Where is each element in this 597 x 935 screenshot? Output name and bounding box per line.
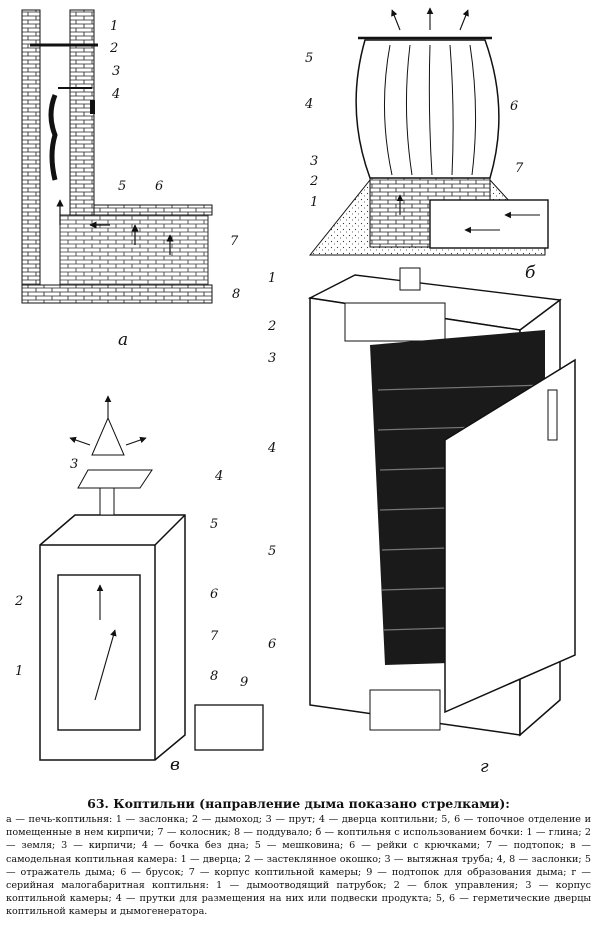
diagram-c-chamber: 3 4 5 2 6 7 1 8 9 в <box>14 395 264 775</box>
label-a-7: 7 <box>230 234 239 249</box>
label-a-2: 2 <box>109 41 118 56</box>
label-c-8: 8 <box>210 669 218 684</box>
subfig-letter-c: в <box>170 755 180 775</box>
label-b-2: 2 <box>309 174 318 189</box>
label-d-5: 5 <box>268 544 276 559</box>
caption-title: 63. Коптильни (направление дыма показано… <box>87 796 510 811</box>
figure-caption: 63. Коптильни (направление дыма показано… <box>6 796 591 919</box>
label-d-4: 4 <box>267 441 276 456</box>
label-b-1: 1 <box>310 195 318 210</box>
diagram-b-barrel: 5 4 6 3 2 1 7 б <box>304 7 549 283</box>
diagram-d-cabinet: 1 2 3 4 5 6 г <box>267 267 576 777</box>
label-c-7: 7 <box>210 629 219 644</box>
label-d-3: 3 <box>268 351 276 366</box>
label-a-8: 8 <box>232 287 240 302</box>
diagram-a-stove: 1 2 3 4 5 6 7 8 а <box>21 9 240 350</box>
diagram-a-callouts: 1 2 3 4 5 6 7 8 <box>109 19 240 302</box>
label-b-4: 4 <box>304 97 313 112</box>
label-a-1: 1 <box>110 19 118 34</box>
label-c-6: 6 <box>210 587 218 602</box>
label-c-4: 4 <box>214 469 223 484</box>
label-d-6: 6 <box>268 637 276 652</box>
subfig-letter-d: г <box>480 757 489 777</box>
label-a-4: 4 <box>111 87 120 102</box>
label-b-7: 7 <box>515 161 524 176</box>
label-d-1: 1 <box>268 271 276 286</box>
label-c-9: 9 <box>240 675 248 690</box>
subfig-letter-b: б <box>525 263 536 283</box>
label-c-5: 5 <box>210 517 218 532</box>
label-b-6: 6 <box>510 99 518 114</box>
label-c-1: 1 <box>15 664 23 679</box>
label-c-2: 2 <box>14 594 23 609</box>
label-c-3: 3 <box>70 457 78 472</box>
subfig-letter-a: а <box>118 330 128 350</box>
label-d-2: 2 <box>267 319 276 334</box>
label-a-5: 5 <box>118 179 126 194</box>
caption-body: а — печь-коптильня: 1 — заслонка; 2 — ды… <box>6 814 591 918</box>
label-a-6: 6 <box>155 179 163 194</box>
label-b-3: 3 <box>310 154 318 169</box>
label-b-5: 5 <box>305 51 313 66</box>
label-a-3: 3 <box>112 64 120 79</box>
smokehouse-illustrations: 1 2 3 4 5 6 7 8 а 5 4 6 3 2 <box>14 7 576 777</box>
